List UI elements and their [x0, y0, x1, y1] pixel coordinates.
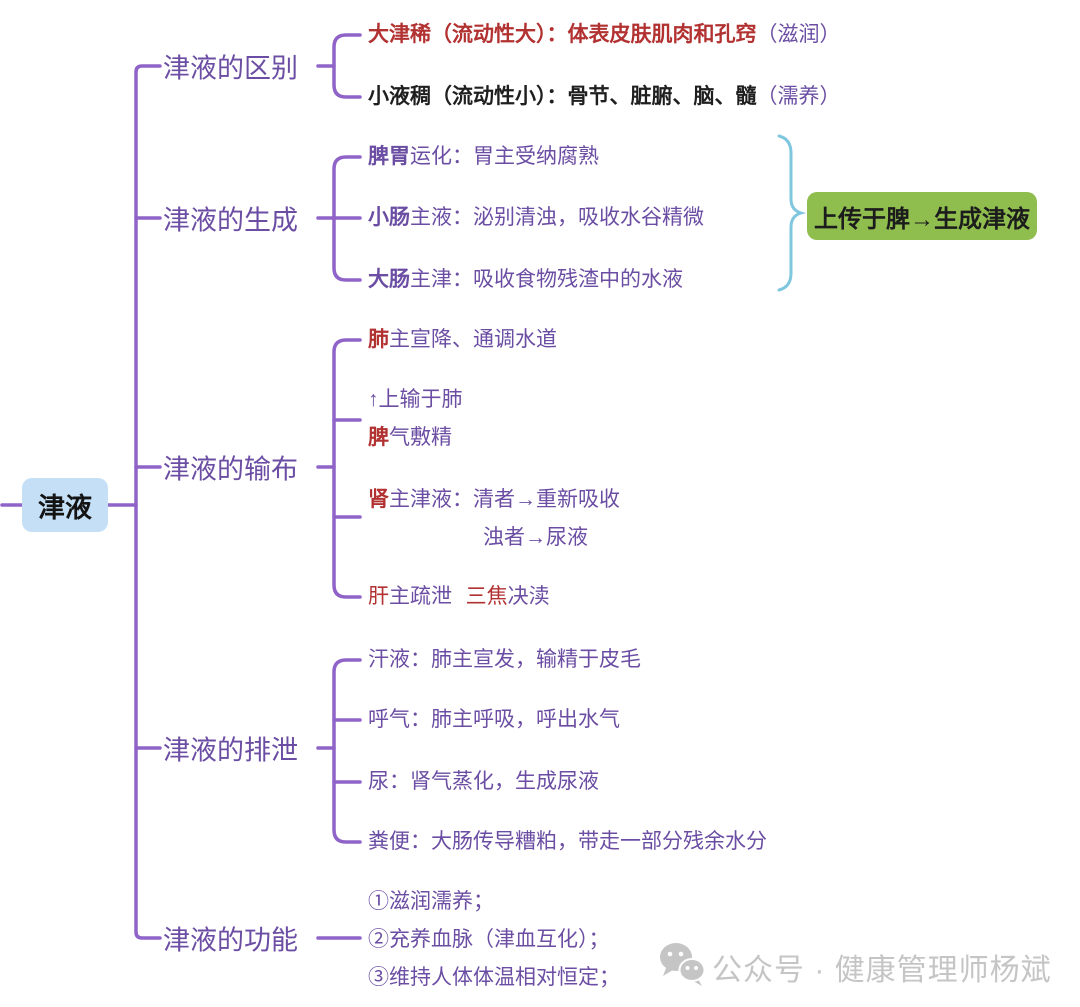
leaf-text-segment: 肝 [368, 585, 389, 608]
leaf-text-segment: 三焦 [465, 585, 508, 608]
leaf-text-segment: 脾 [368, 426, 389, 449]
leaf-spleen-stomach: 脾胃运化：胃主受纳腐熟 [368, 138, 599, 176]
bracket-distribution [332, 338, 362, 599]
leaf-text-segment: （滋润） [756, 23, 841, 46]
curly-brace-icon [777, 134, 807, 292]
leaf-text-segment: 气敷精 [389, 426, 452, 449]
leaf-sweat: 汗液：肺主宣发，输精于皮毛 [368, 641, 641, 679]
leaf-text-segment: 大津稀（流动性大）：体表皮肤肌肉和孔窍 [368, 23, 757, 46]
root-node: 津液 [22, 478, 108, 532]
leaf-functions: ①滋润濡养； ②充养血脉（津血互化）； ③维持人体体温相对恒定； [368, 883, 620, 997]
leaf-text-segment: 主宣降、通调水道 [389, 328, 557, 351]
leaf-text-segment: 主疏泄 [389, 585, 452, 608]
leaf-text-segment: ①滋润濡养； [368, 890, 494, 913]
leaf-text-segment: 运化：胃主受纳腐熟 [410, 145, 599, 168]
leaf-line: 肺主宣降、通调水道 [368, 321, 557, 359]
leaf-text-segment: 汗液：肺主宣发，输精于皮毛 [368, 648, 641, 671]
leaf-feces: 粪便：大肠传导糟粕，带走一部分残余水分 [368, 823, 767, 861]
leaf-text-segment: 尿：肾气蒸化，生成尿液 [368, 770, 599, 793]
leaf-lung: 肺主宣降、通调水道 [368, 321, 557, 359]
leaf-line: ③维持人体体温相对恒定； [368, 959, 620, 997]
branch-label-distinction: 津液的区别 [163, 53, 298, 84]
bracket-distinction [332, 33, 362, 99]
leaf-text-segment: （濡养） [756, 85, 841, 108]
main-spine [134, 64, 162, 940]
leaf-text-segment: ③维持人体体温相对恒定； [368, 966, 620, 989]
leaf-text-segment: 浊者→尿液 [483, 526, 588, 549]
leaf-text-segment: 脾胃 [368, 145, 410, 168]
leaf-line: 粪便：大肠传导糟粕，带走一部分残余水分 [368, 823, 767, 861]
leaf-line: 脾胃运化：胃主受纳腐熟 [368, 138, 599, 176]
annotation-label: 上传于脾→生成津液 [814, 205, 1030, 233]
leaf-text-segment: 主液：泌别清浊，吸收水谷精微 [410, 206, 704, 229]
leaf-line: ①滋润濡养； [368, 883, 620, 921]
leaf-text-segment: 肺 [368, 328, 389, 351]
leaf-line: 汗液：肺主宣发，输精于皮毛 [368, 641, 641, 679]
leaf-line: 脾气敷精 [368, 419, 463, 457]
leaf-text-segment: 大肠 [368, 268, 410, 291]
leaf-line: ↑上输于肺 [368, 381, 463, 419]
leaf-spleen-qi: ↑上输于肺 脾气敷精 [368, 381, 463, 457]
leaf-text-segment: 肾 [368, 488, 389, 511]
leaf-liver: 肝主疏泄三焦决渎 [368, 578, 550, 616]
leaf-kidney: 肾主津液：清者→重新吸收 浊者→尿液 [368, 481, 620, 557]
leaf-urine: 尿：肾气蒸化，生成尿液 [368, 763, 599, 801]
branch-label-excretion: 津液的排泄 [163, 735, 298, 766]
leaf-line: 肝主疏泄三焦决渎 [368, 578, 550, 616]
leaf-jin-thin: 大津稀（流动性大）：体表皮肤肌肉和孔窍（滋润） [368, 16, 841, 54]
leaf-line: 浊者→尿液 [368, 519, 620, 557]
wechat-icon [660, 943, 706, 986]
leaf-breath: 呼气：肺主呼吸，呼出水气 [368, 701, 620, 739]
leaf-line: 尿：肾气蒸化，生成尿液 [368, 763, 599, 801]
leaf-text-segment: 呼气：肺主呼吸，呼出水气 [368, 708, 620, 731]
branch-label-generation: 津液的生成 [163, 205, 298, 236]
leaf-text-segment: 粪便：大肠传导糟粕，带走一部分残余水分 [368, 830, 767, 853]
leaf-line: 小肠主液：泌别清浊，吸收水谷精微 [368, 199, 704, 237]
leaf-text-segment: ↑上输于肺 [368, 388, 463, 411]
root-label: 津液 [38, 492, 92, 523]
branch-label-function: 津液的功能 [163, 925, 298, 956]
annotation-box: 上传于脾→生成津液 [807, 192, 1037, 240]
leaf-text-segment: 小液稠（流动性小）：骨节、脏腑、脑、髓 [368, 85, 757, 108]
leaf-text-segment: ②充养血脉（津血互化）； [368, 928, 610, 951]
leaf-line: 大肠主津：吸收食物残渣中的水液 [368, 261, 683, 299]
leaf-line: 小液稠（流动性小）：骨节、脏腑、脑、髓（濡养） [368, 78, 841, 116]
leaf-line: ②充养血脉（津血互化）； [368, 921, 620, 959]
branch-label-distribution: 津液的输布 [163, 454, 298, 485]
leaf-text-segment: 决渎 [507, 585, 550, 608]
leaf-line: 肾主津液：清者→重新吸收 [368, 481, 620, 519]
leaf-text-segment: 主津：吸收食物残渣中的水液 [410, 268, 683, 291]
watermark-text: 公众号 · 健康管理师杨斌 [712, 954, 1052, 987]
leaf-line: 大津稀（流动性大）：体表皮肤肌肉和孔窍（滋润） [368, 16, 841, 54]
leaf-text-segment: 主津液：清者→重新吸收 [389, 488, 620, 511]
leaf-large-intestine: 大肠主津：吸收食物残渣中的水液 [368, 261, 683, 299]
leaf-small-intestine: 小肠主液：泌别清浊，吸收水谷精微 [368, 199, 704, 237]
bracket-excretion [332, 658, 362, 844]
leaf-line: 呼气：肺主呼吸，呼出水气 [368, 701, 620, 739]
leaf-text-segment: 小肠 [368, 206, 410, 229]
leaf-ye-thick: 小液稠（流动性小）：骨节、脏腑、脑、髓（濡养） [368, 78, 841, 116]
